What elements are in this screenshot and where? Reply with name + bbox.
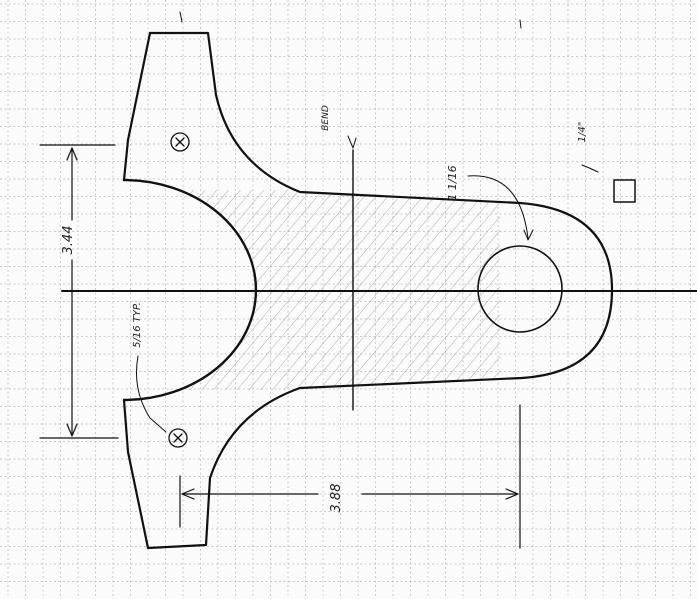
bend-arrow <box>347 135 357 149</box>
margin-ticks <box>179 11 522 29</box>
length-dimension <box>179 404 521 549</box>
width-dimension-label: 3.44 <box>61 226 76 255</box>
length-dimension-label: 3.88 <box>329 484 344 513</box>
bolt-hole-top <box>170 132 190 152</box>
bolt-hole-bottom <box>168 428 188 448</box>
bend-label: BEND <box>321 105 331 131</box>
bolt-leader <box>136 355 167 433</box>
thickness-leader <box>581 164 599 173</box>
hole-leader-arrow <box>523 229 534 241</box>
bolt-hole-label: 5/16 TYP. <box>132 302 143 348</box>
width-dimension <box>39 144 119 439</box>
hole-leader <box>467 175 529 239</box>
thickness-square <box>613 179 636 203</box>
part-outline-top <box>122 31 152 182</box>
hole-size-label: 1 1/16 <box>446 165 459 200</box>
large-hole <box>477 245 563 333</box>
thickness-label: 1/4" <box>577 122 588 143</box>
